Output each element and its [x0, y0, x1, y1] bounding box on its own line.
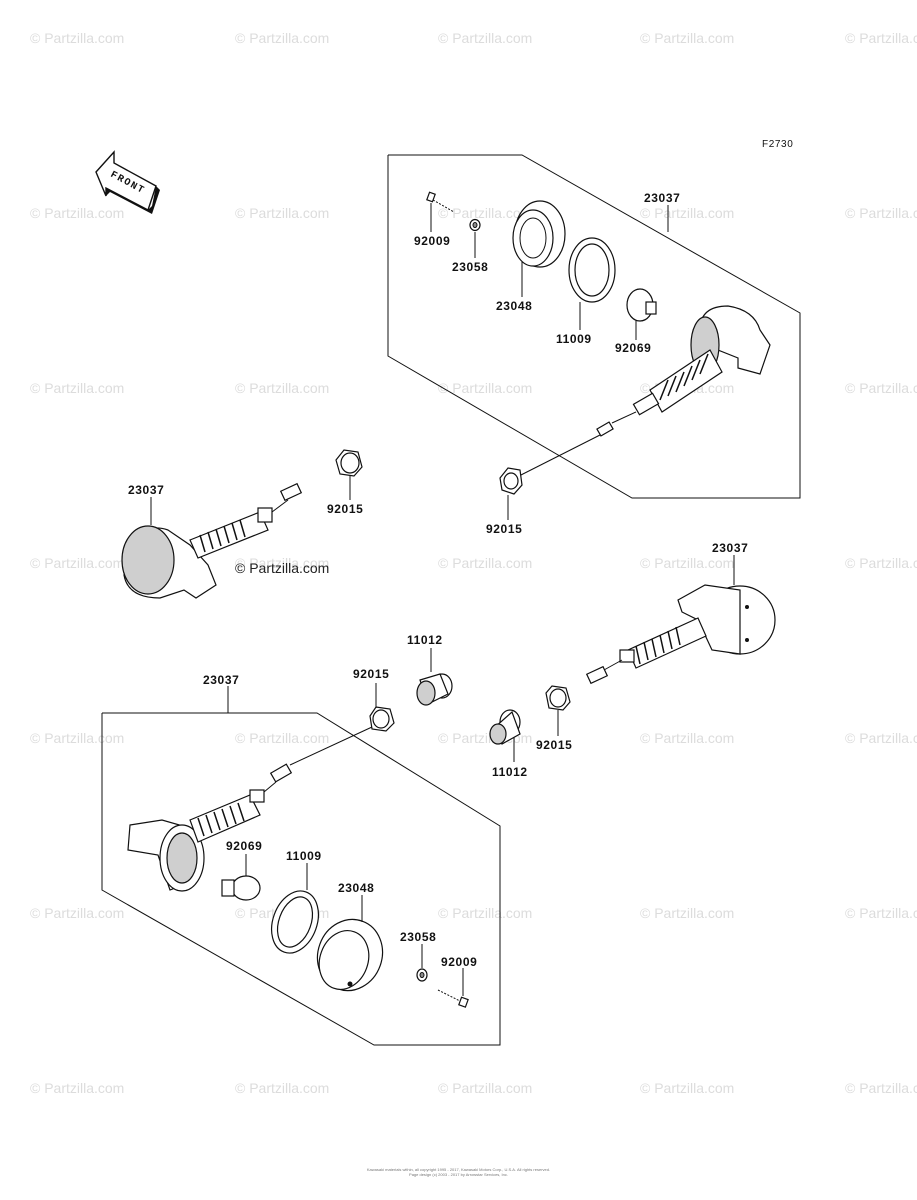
lens-23048-bottom: [316, 918, 384, 992]
watermark-text: © Partzilla.com: [30, 205, 125, 221]
signal-housing-front-right: [585, 584, 776, 685]
watermark-text: © Partzilla.com: [438, 380, 533, 396]
diagram-code: F2730: [762, 139, 793, 150]
watermark-text: © Partzilla.com: [640, 205, 735, 221]
watermark-text: © Partzilla.com: [640, 905, 735, 921]
watermark-text: © Partzilla.com: [235, 30, 330, 46]
part-label-92015-mid-right[interactable]: 92015: [486, 522, 522, 536]
screw-92009-bottom: [437, 989, 469, 1008]
watermark-text: © Partzilla.com: [845, 30, 917, 46]
bushing-11012-upper: [416, 673, 453, 706]
watermark-text: © Partzilla.com: [235, 730, 330, 746]
part-label-23037-front-right[interactable]: 23037: [712, 541, 748, 555]
part-label-92069-bottom[interactable]: 92069: [226, 839, 262, 853]
bulb-92069-bottom: [221, 875, 261, 901]
watermark-text: © Partzilla.com: [235, 1080, 330, 1096]
watermark-text: © Partzilla.com: [30, 30, 125, 46]
watermark-text: © Partzilla.com: [640, 30, 735, 46]
signal-housing-rear-left: [121, 482, 303, 599]
watermark-text: © Partzilla.com: [845, 730, 917, 746]
part-label-23037-rear-left[interactable]: 23037: [128, 483, 164, 497]
lens-23048-top: [512, 200, 566, 268]
watermark-text: © Partzilla.com: [845, 205, 917, 221]
copyright-line-2: Page design (c) 2003 - 2017 by Arrowstar…: [409, 1172, 508, 1177]
watermark-text: © Partzilla.com: [845, 905, 917, 921]
nut-92015-mid-right: [499, 467, 523, 495]
part-label-23037-rear-right[interactable]: 23037: [644, 191, 680, 205]
part-label-92015-mid-left[interactable]: 92015: [327, 502, 363, 516]
nut-92015-right: [545, 685, 571, 711]
rear-left-signal: 23037 92015: [121, 449, 363, 599]
nut-92015-mid-left: [335, 449, 363, 477]
rear-right-signal-assembly: 92009 23058 23048 11009 92069 23037 9201…: [387, 154, 801, 536]
part-label-23048-top[interactable]: 23048: [496, 299, 532, 313]
watermark-text: © Partzilla.com: [438, 1080, 533, 1096]
watermark-text: © Partzilla.com: [30, 1080, 125, 1096]
part-label-23058-top[interactable]: 23058: [452, 260, 488, 274]
watermark-text: © Partzilla.com: [235, 380, 330, 396]
part-label-92069-top[interactable]: 92069: [615, 341, 651, 355]
watermark-text: © Partzilla.com: [640, 555, 735, 571]
part-label-92015-right[interactable]: 92015: [536, 738, 572, 752]
part-label-23048-bottom[interactable]: 23048: [338, 881, 374, 895]
part-label-92009-bottom[interactable]: 92009: [441, 955, 477, 969]
signal-housing-rear-right: [596, 305, 771, 437]
watermark-text: © Partzilla.com: [235, 555, 330, 571]
watermark-text: © Partzilla.com: [235, 205, 330, 221]
part-label-23058-bottom[interactable]: 23058: [400, 930, 436, 944]
watermark-text: © Partzilla.com: [30, 380, 125, 396]
watermark-text: © Partzilla.com: [845, 555, 917, 571]
assembly-box-top: [387, 154, 801, 499]
screw-92009-top: [426, 191, 455, 213]
watermark-text: © Partzilla.com: [438, 30, 533, 46]
watermark-text: © Partzilla.com: [30, 555, 125, 571]
signal-housing-front-left: [127, 763, 293, 892]
bushing-11012-lower: [489, 709, 521, 745]
part-label-23037-front-left[interactable]: 23037: [203, 673, 239, 687]
watermark-text: © Partzilla.com: [845, 1080, 917, 1096]
watermark-text: © Partzilla.com: [640, 730, 735, 746]
watermark-text: © Partzilla.com: [640, 1080, 735, 1096]
watermark-text: © Partzilla.com: [30, 730, 125, 746]
nut-92015-center: [369, 706, 395, 732]
front-right-signal: 23037 92015: [536, 541, 776, 752]
part-label-92009-top[interactable]: 92009: [414, 234, 450, 248]
copyright-notice: Kawasaki materials within, all copyright…: [0, 1167, 917, 1177]
gasket-11009-bottom: [271, 890, 319, 954]
part-label-11009-bottom[interactable]: 11009: [286, 849, 322, 863]
center-watermark: © Partzilla.com: [235, 560, 329, 576]
gasket-11009-top: [568, 237, 616, 303]
assembly-box-bottom: [101, 712, 501, 1046]
bulb-92069-top: [626, 288, 657, 322]
copyright-line-1: Kawasaki materials within, all copyright…: [366, 1167, 551, 1172]
front-left-signal-assembly: 92015 23037 92069: [101, 667, 501, 1046]
watermark-text: © Partzilla.com: [438, 205, 533, 221]
watermark-text: © Partzilla.com: [30, 905, 125, 921]
part-label-11012-lower[interactable]: 11012: [492, 765, 528, 779]
part-label-92015-center[interactable]: 92015: [353, 667, 389, 681]
watermark-text: © Partzilla.com: [438, 905, 533, 921]
part-label-11012-upper[interactable]: 11012: [407, 633, 443, 647]
front-arrow-icon: FRONT: [95, 150, 160, 214]
watermark-text: © Partzilla.com: [438, 555, 533, 571]
watermark-text: © Partzilla.com: [845, 380, 917, 396]
part-label-11009-top[interactable]: 11009: [556, 332, 592, 346]
